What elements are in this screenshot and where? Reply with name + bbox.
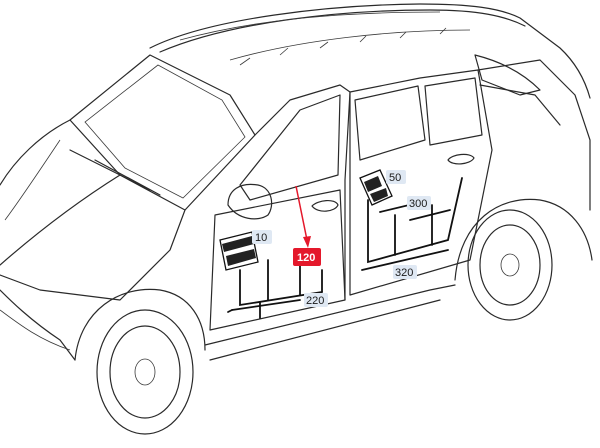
svg-text:220: 220 (306, 295, 324, 307)
svg-text:320: 320 (395, 267, 413, 279)
svg-text:120: 120 (297, 252, 315, 264)
control-module-10 (219, 231, 259, 271)
vehicle-outline (0, 3, 593, 435)
svg-text:50: 50 (389, 172, 401, 184)
control-module-50 (359, 169, 393, 206)
highlight-arrow (295, 185, 311, 248)
callout-220: 220 (304, 293, 328, 307)
callout-10: 10 (252, 230, 272, 244)
svg-text:10: 10 (255, 232, 267, 244)
callout-300: 300 (407, 196, 431, 210)
callout-50: 50 (386, 170, 406, 184)
callout-120-highlighted: 120 (293, 248, 321, 266)
front-door-harness (227, 257, 323, 319)
svg-text:300: 300 (409, 198, 427, 210)
callout-320: 320 (393, 265, 417, 279)
rear-door-harness (361, 177, 463, 271)
